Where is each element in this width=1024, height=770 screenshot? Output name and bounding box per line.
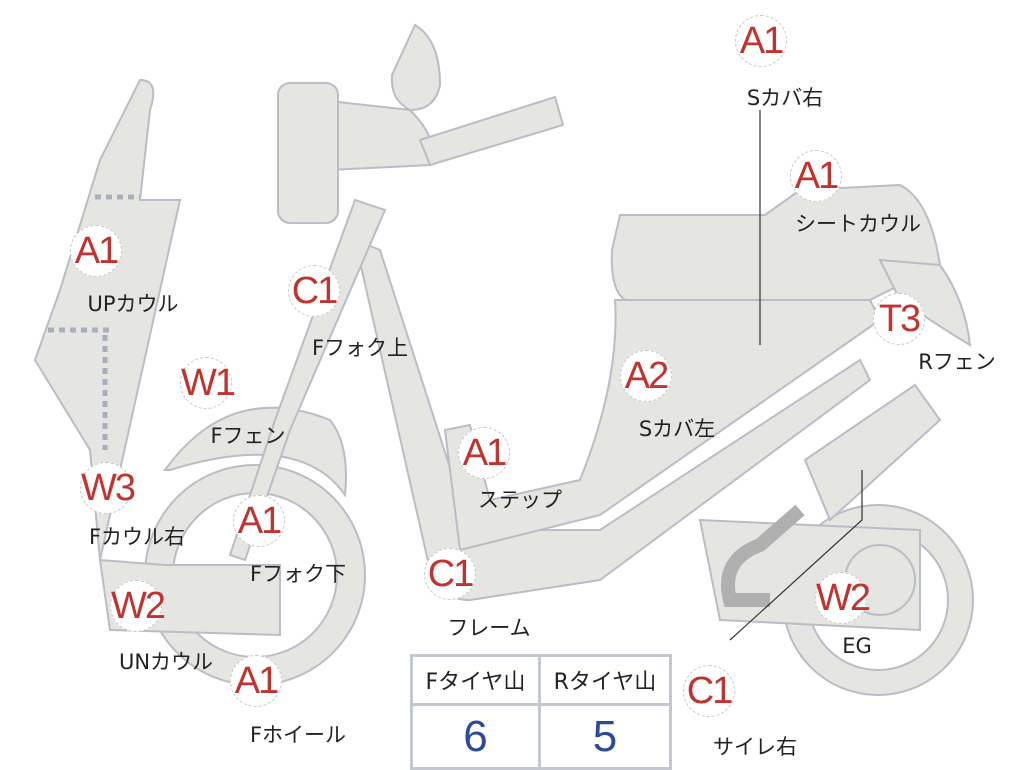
part-label: Rフェン [918,350,996,374]
front-tyre-value: 6 [410,703,541,770]
grade-marker: T3 [873,293,925,345]
part-label: ステップ [478,488,562,512]
grade-marker: C1 [683,665,735,717]
grade-marker: C1 [288,265,340,317]
part-label: Sカバ右 [746,86,824,110]
grade-marker: A1 [70,225,122,277]
grade-marker: C1 [424,548,476,600]
grade-marker: W2 [815,572,871,624]
grade-marker: A1 [790,150,842,202]
front-fender [163,406,347,498]
rear-tyre-value: 5 [537,703,673,770]
part-label: Fカウル右 [88,525,186,549]
mirror [390,23,442,112]
muffler [803,383,942,522]
part-label: Fフェン [210,424,286,448]
rear-tyre-header: Rタイヤ山 [537,654,673,706]
part-label: Fフォク上 [311,336,409,360]
front-fork [228,198,387,562]
part-label: Sカバ左 [638,417,716,441]
part-label: サイレ右 [713,735,797,759]
handlebar [418,95,565,167]
tyre-tread-table: Fタイヤ山 Rタイヤ山 6 5 [410,654,673,770]
grade-marker: A1 [458,427,510,479]
part-label: EG [842,634,872,658]
grade-marker: A2 [620,350,672,402]
part-label: UPカウル [87,292,179,316]
grade-marker: A1 [230,655,282,707]
headlight [277,82,339,224]
part-label: UNカウル [118,650,214,674]
part-label: Fホイール [249,723,347,747]
part-label: シートカウル [795,212,921,236]
grade-marker: A1 [233,495,285,547]
grade-marker: W2 [110,580,166,632]
grade-marker: A1 [735,15,787,67]
front-tyre-header: Fタイヤ山 [410,654,541,706]
part-label: フレーム [447,616,531,640]
grade-marker: W1 [180,357,236,409]
grade-marker: W3 [80,462,136,514]
part-label: Fフォク下 [249,562,347,586]
